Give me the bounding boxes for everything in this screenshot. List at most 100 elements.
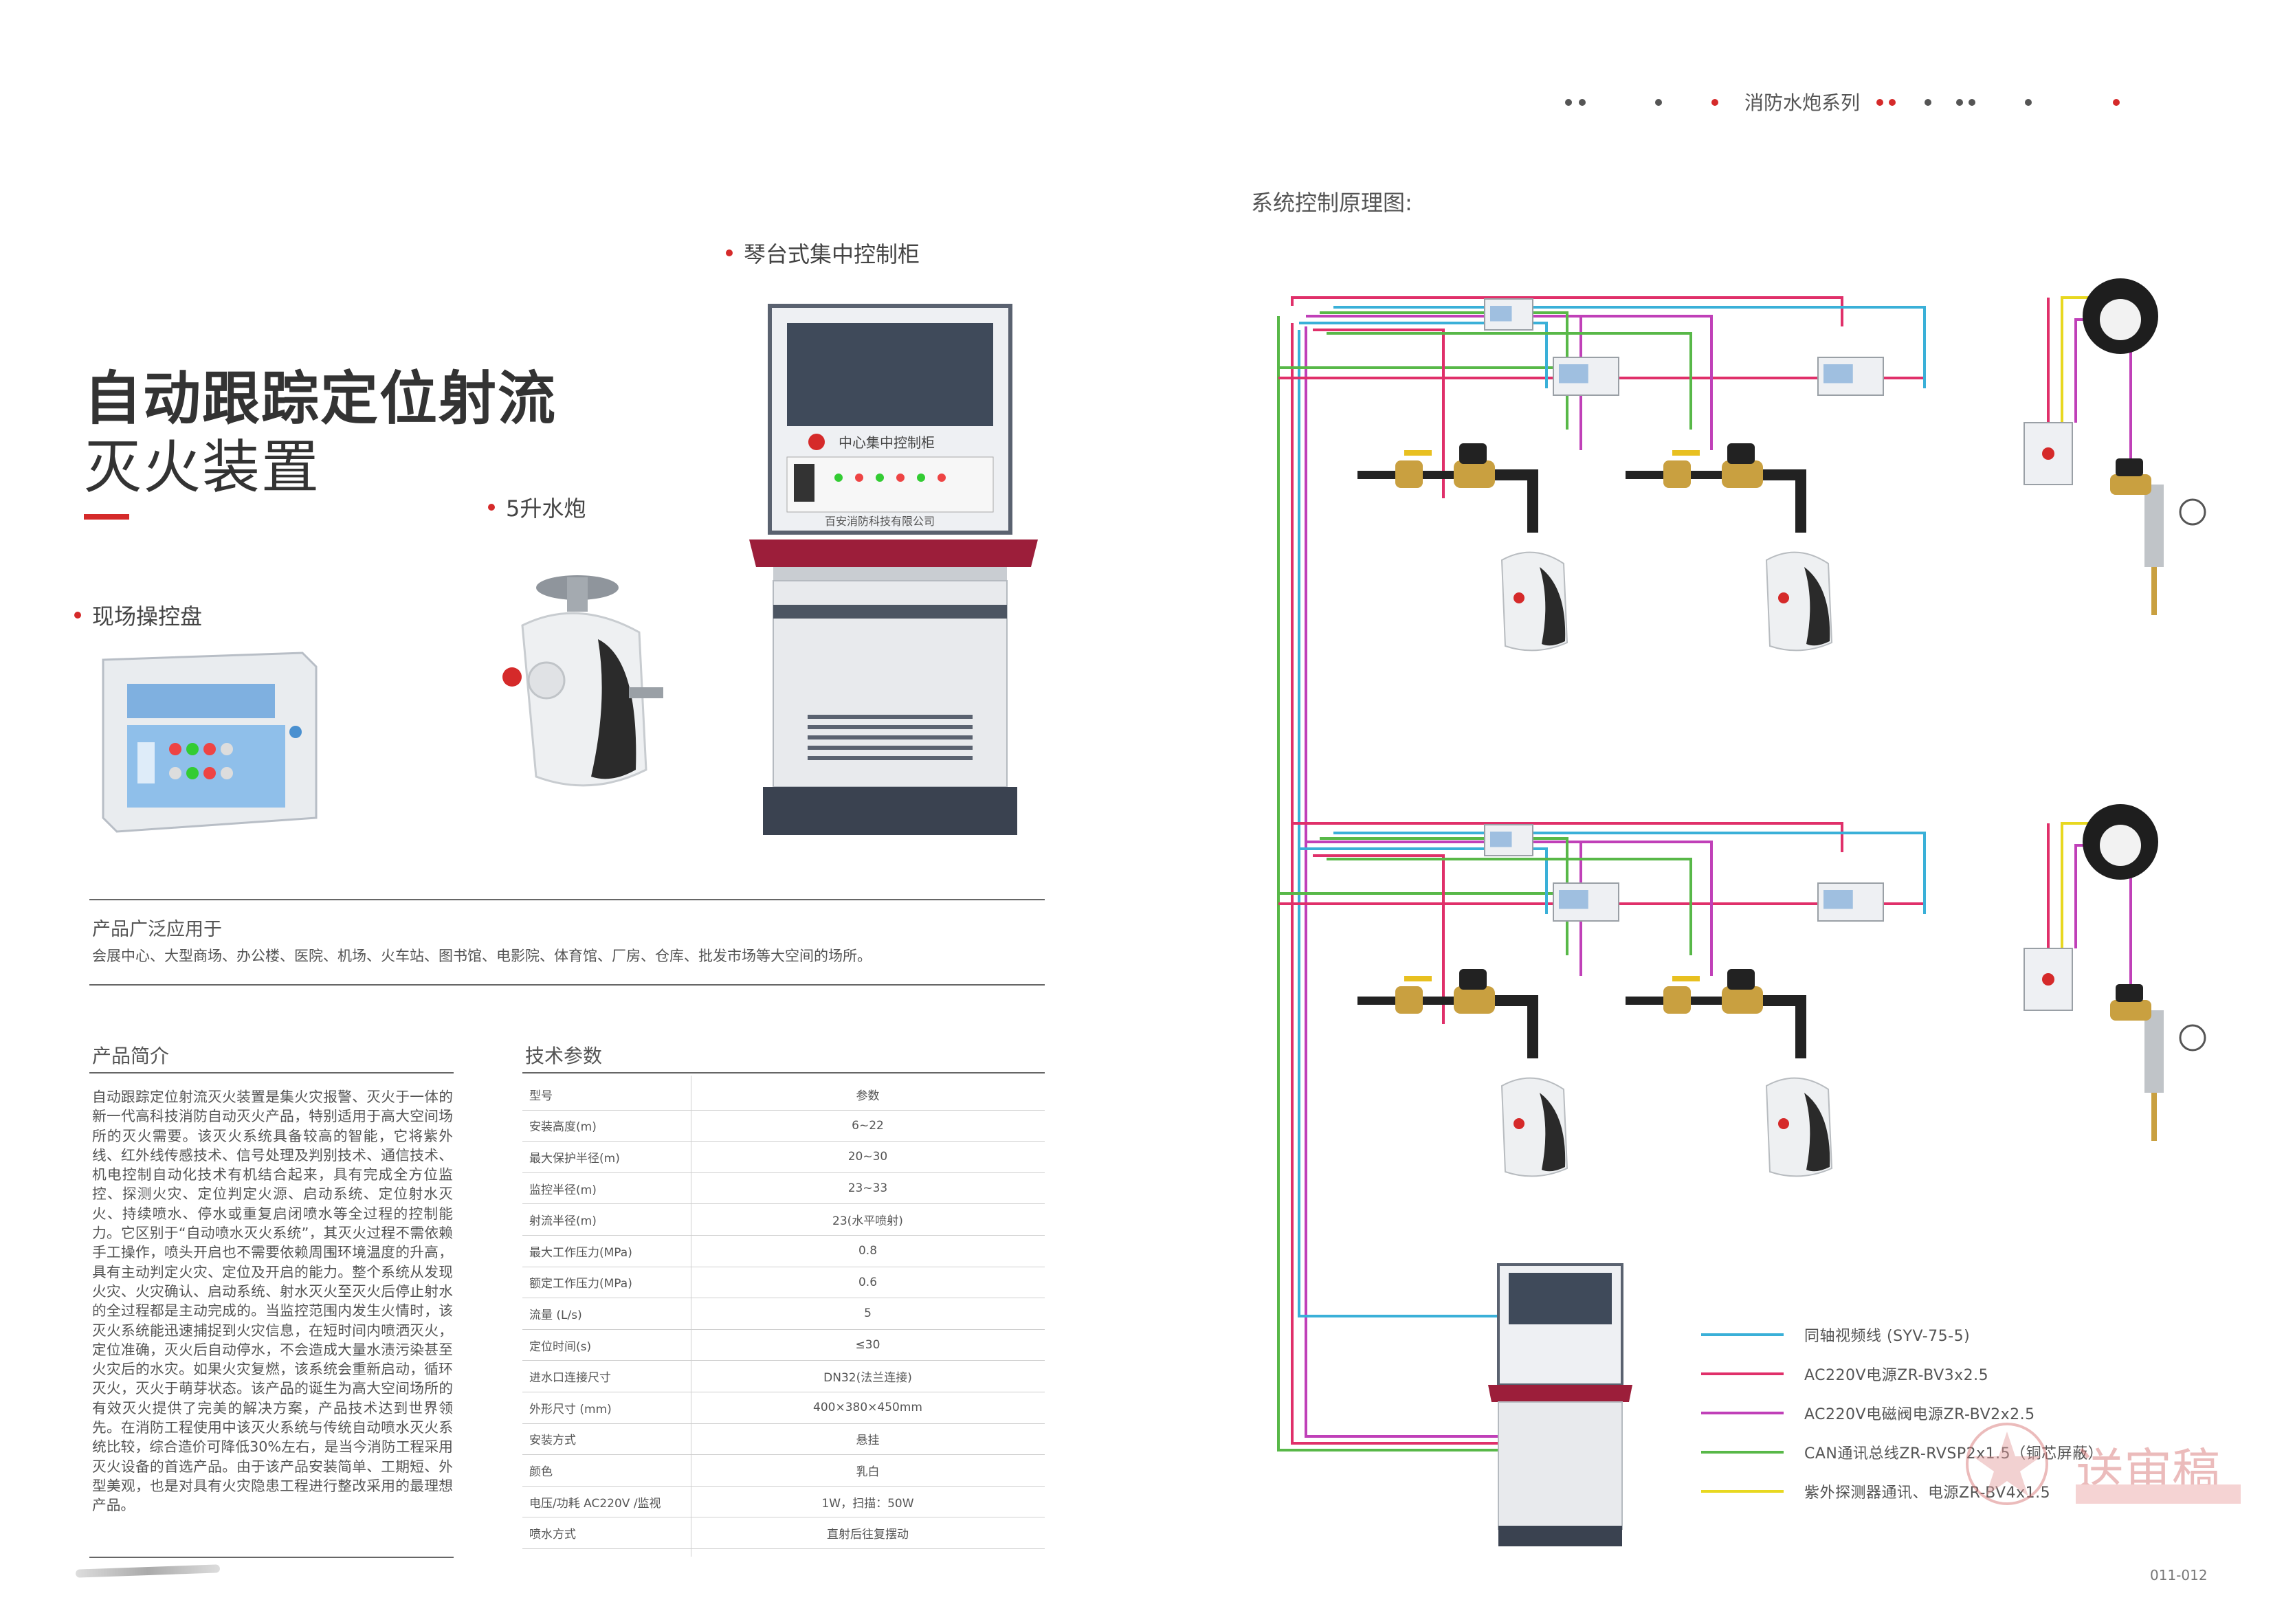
uv-power-box-logo: [2042, 447, 2054, 460]
legend-label: 紫外探测器通讯、电源ZR-BV4x1.5: [1804, 1484, 2051, 1502]
title-accent-bar: [84, 514, 129, 520]
valve-assembly-handle: [1404, 976, 1432, 981]
title-line-1: 自动跟踪定位射流: [84, 365, 557, 432]
legend-item: AC220V电源ZR-BV3x2.5: [1701, 1360, 1988, 1388]
intro-text: 自动跟踪定位射流灭火装置是集火灾报警、灭火于一体的新一代高科技消防自动灭火产品，…: [92, 1089, 453, 1514]
spec-name-cell: 最大工作压力(MPa): [522, 1235, 691, 1267]
spec-value-cell: 直射后往复摆动: [691, 1517, 1045, 1549]
title-line-2: 灭火装置: [84, 434, 321, 501]
valve-assembly-coil: [1459, 969, 1487, 990]
valve-assembly-solenoid: [1722, 986, 1763, 1014]
valve-assembly-coil: [1459, 443, 1487, 464]
stamp-text: 送审稿: [2076, 1443, 2220, 1500]
power-wire: [1291, 296, 1843, 326]
review-stamp: 送审稿: [1945, 1419, 2241, 1509]
power-wire: [1291, 822, 1843, 852]
valve-assembly-handle: [1672, 976, 1700, 981]
valve-assembly-ball-valve: [1663, 460, 1691, 488]
spec-value-cell: 6~22: [691, 1110, 1045, 1142]
valve-assembly-ball-valve: [1395, 986, 1423, 1014]
intro-heading: 产品简介: [92, 1045, 170, 1067]
application-bottom-rule: [89, 984, 1045, 986]
spec-name-cell: 射流半径(m): [522, 1203, 691, 1236]
valve-assembly-handle: [1404, 450, 1432, 456]
spec-value-cell: 23(水平喷射): [691, 1203, 1045, 1236]
specs-row: 外形尺寸 (mm)400×380×450mm: [522, 1392, 1045, 1424]
power-trunk: [1291, 323, 1527, 1445]
legend-swatch: [1701, 1451, 1784, 1454]
solenoid-gauge-assembly-pipe: [2144, 485, 2164, 567]
specs-row: 安装方式悬挂: [522, 1423, 1045, 1456]
decoder-box-screen: [1559, 364, 1588, 383]
video-wire: [1299, 322, 1548, 388]
solenoid-gauge-assembly-gauge: [2179, 498, 2206, 526]
system-control-diagram: [1277, 278, 2206, 1546]
valve-trunk: [1305, 326, 1533, 1438]
cannon-logo: [1778, 592, 1789, 603]
uv-detector-face: [2100, 299, 2141, 340]
valve-assembly-solenoid: [1454, 986, 1495, 1014]
valve-assembly-solenoid: [1722, 460, 1763, 488]
spec-name-cell: 额定工作压力(MPa): [522, 1267, 691, 1299]
specs-heading-rule: [522, 1072, 1045, 1074]
cannon-logo: [1514, 1118, 1524, 1129]
specs-header-row: 型号参数: [522, 1079, 1045, 1111]
specs-row: 流量 (L/s)5: [522, 1298, 1045, 1330]
spec-value-cell: 5: [691, 1298, 1045, 1330]
uv-detector-face: [2100, 825, 2141, 866]
video-wire: [1299, 847, 1548, 914]
diagram-cabinet-plinth: [1498, 1526, 1622, 1546]
stamp-star-icon: [1966, 1423, 2048, 1505]
diagram-heading: 系统控制原理图:: [1251, 190, 1412, 216]
legend-label: AC220V电源ZR-BV3x2.5: [1804, 1367, 1989, 1384]
specs-row: 射流半径(m)23(水平喷射): [522, 1203, 1045, 1236]
specs-row: 定位时间(s)≤30: [522, 1329, 1045, 1361]
application-heading: 产品广泛应用于: [92, 919, 222, 940]
legend-label: AC220V电磁阀电源ZR-BV2x2.5: [1804, 1406, 2035, 1423]
solenoid-gauge-assembly-pipe: [2144, 1010, 2164, 1093]
can-wire: [1327, 332, 1692, 430]
spec-value-cell: 乳白: [691, 1454, 1045, 1487]
spec-name-cell: 颜色: [522, 1454, 691, 1487]
specs-row: 最大工作压力(MPa)0.8: [522, 1235, 1045, 1267]
valve-assembly-coil: [1727, 969, 1755, 990]
legend-swatch: [1701, 1372, 1784, 1375]
legend-label: 同轴视频线 (SYV-75-5): [1804, 1328, 1971, 1345]
valve-assembly-coil: [1727, 443, 1755, 464]
legend-item: CAN通讯总线ZR-RVSP2x1.5（铜芯屏蔽）: [1701, 1438, 2103, 1466]
solenoid-gauge-assembly-coil: [2116, 984, 2143, 1002]
spec-value-cell: 0.8: [691, 1235, 1045, 1267]
specs-row: 监控半径(m)23~33: [522, 1172, 1045, 1205]
specs-row: 最大保护半径(m)20~30: [522, 1141, 1045, 1173]
page-title: 自动跟踪定位射流 灭火装置: [84, 364, 557, 502]
legend-item: 同轴视频线 (SYV-75-5): [1701, 1321, 1970, 1348]
decoder-box-screen: [1559, 890, 1588, 909]
page-number: 011-012: [2150, 1567, 2208, 1583]
legend-swatch: [1701, 1333, 1784, 1336]
spec-value-cell: 23~33: [691, 1172, 1045, 1205]
spec-name-cell: 型号: [522, 1079, 691, 1111]
valve-wire: [1306, 315, 1713, 450]
diagram-cabinet-desk: [1488, 1385, 1632, 1402]
site-panel-small-screen: [1490, 306, 1512, 322]
valve-assembly-elbow: [1495, 469, 1538, 533]
specs-row: 颜色乳白: [522, 1454, 1045, 1487]
cannon-band: [1540, 567, 1566, 646]
spec-value-cell: 1W，扫描：50W: [691, 1486, 1045, 1518]
spec-name-cell: 最大保护半径(m): [522, 1141, 691, 1173]
legend-swatch: [1701, 1490, 1784, 1493]
intro-heading-rule: [89, 1072, 454, 1074]
stamp-bar: [2076, 1484, 2241, 1504]
intro-bottom-rule: [89, 1557, 454, 1558]
power-wire: [1313, 329, 1445, 498]
valve-assembly-ball-valve: [1395, 460, 1423, 488]
spec-name-cell: 定位时间(s): [522, 1329, 691, 1361]
spec-name-cell: 安装高度(m): [522, 1110, 691, 1142]
uv-power-box-logo: [2042, 973, 2054, 986]
spec-value-cell: DN32(法兰连接): [691, 1360, 1045, 1392]
spec-name-cell: 电压/功耗 AC220V /监视: [522, 1486, 691, 1518]
legend-item: 紫外探测器通讯、电源ZR-BV4x1.5: [1701, 1478, 2050, 1505]
can-wire: [1327, 858, 1692, 955]
